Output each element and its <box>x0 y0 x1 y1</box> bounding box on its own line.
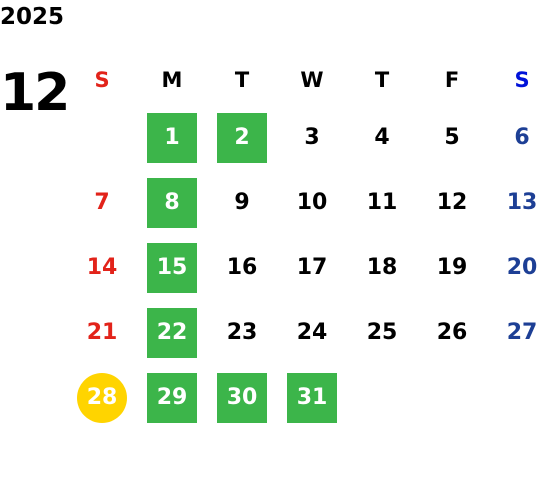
weekday-header-sunday: S <box>94 68 110 92</box>
calendar-day-number: 6 <box>514 125 530 150</box>
calendar-day-number: 24 <box>296 320 328 345</box>
calendar-day: 14 <box>67 235 137 300</box>
calendar-empty-cell <box>417 365 487 430</box>
calendar-day-number: 30 <box>217 372 267 423</box>
calendar-day: 20 <box>487 235 548 300</box>
calendar-day-number: 10 <box>296 190 328 215</box>
calendar-day-number <box>357 373 407 423</box>
calendar-day-number: 3 <box>304 125 320 150</box>
calendar-day: 27 <box>487 300 548 365</box>
calendar-day: 16 <box>207 235 277 300</box>
calendar-month: 12 <box>0 63 70 123</box>
weekday-header-thursday: T <box>374 68 390 92</box>
calendar-day: 29 <box>137 365 207 430</box>
calendar-day-number: 2 <box>217 112 267 163</box>
calendar-day: 25 <box>347 300 417 365</box>
calendar-day: 5 <box>417 105 487 170</box>
calendar-day-number: 9 <box>234 190 250 215</box>
calendar-day-number: 20 <box>506 255 538 280</box>
calendar-day-number: 31 <box>287 372 337 423</box>
calendar-day: 28 <box>67 365 137 430</box>
calendar-day: 31 <box>277 365 347 430</box>
calendar-day-number: 12 <box>436 190 468 215</box>
calendar-day: 3 <box>277 105 347 170</box>
calendar-day: 4 <box>347 105 417 170</box>
calendar-day-number: 8 <box>147 177 197 228</box>
calendar-day-number <box>77 113 127 163</box>
calendar-day-number: 23 <box>226 320 258 345</box>
calendar-year: 2025 <box>0 4 65 30</box>
calendar-day-number: 29 <box>147 372 197 423</box>
calendar-empty-cell <box>487 365 548 430</box>
calendar-day: 22 <box>137 300 207 365</box>
weekday-header-friday: F <box>444 68 460 92</box>
calendar-day: 24 <box>277 300 347 365</box>
weekday-header-monday: M <box>161 68 183 92</box>
calendar-day: 8 <box>137 170 207 235</box>
calendar-day-number: 26 <box>436 320 468 345</box>
calendar-day-number: 11 <box>366 190 398 215</box>
weekday-header-wednesday: W <box>300 68 324 92</box>
calendar-day-number: 27 <box>506 320 538 345</box>
calendar-day: 21 <box>67 300 137 365</box>
calendar-day-number: 7 <box>94 190 110 215</box>
calendar-day-number: 13 <box>506 190 538 215</box>
calendar-day-number: 25 <box>366 320 398 345</box>
calendar-day-number <box>497 373 547 423</box>
calendar-day: 10 <box>277 170 347 235</box>
calendar-day: 19 <box>417 235 487 300</box>
calendar-empty-cell <box>347 365 417 430</box>
calendar-day: 12 <box>417 170 487 235</box>
calendar-day: 2 <box>207 105 277 170</box>
calendar-day-number: 14 <box>86 255 118 280</box>
calendar-day-number: 4 <box>374 125 390 150</box>
calendar-day: 23 <box>207 300 277 365</box>
calendar-day-number: 22 <box>147 307 197 358</box>
weekday-header-saturday: S <box>514 68 530 92</box>
calendar-day-number <box>427 373 477 423</box>
calendar-day: 6 <box>487 105 548 170</box>
calendar-day: 7 <box>67 170 137 235</box>
calendar-day-number: 15 <box>147 242 197 293</box>
calendar-day-number: 21 <box>86 320 118 345</box>
calendar-day: 9 <box>207 170 277 235</box>
calendar-day-number: 28 <box>77 372 127 423</box>
calendar-day-number: 5 <box>444 125 460 150</box>
calendar-day-number: 1 <box>147 112 197 163</box>
calendar-day: 26 <box>417 300 487 365</box>
calendar-day: 15 <box>137 235 207 300</box>
calendar-day: 1 <box>137 105 207 170</box>
calendar-day: 11 <box>347 170 417 235</box>
calendar-day-number: 19 <box>436 255 468 280</box>
calendar-day-number: 18 <box>366 255 398 280</box>
calendar-day: 17 <box>277 235 347 300</box>
calendar-day: 30 <box>207 365 277 430</box>
calendar-day-number: 17 <box>296 255 328 280</box>
calendar-day-number: 16 <box>226 255 258 280</box>
weekday-header-tuesday: T <box>234 68 250 92</box>
calendar-day: 13 <box>487 170 548 235</box>
calendar-empty-cell <box>67 105 137 170</box>
calendar-day: 18 <box>347 235 417 300</box>
